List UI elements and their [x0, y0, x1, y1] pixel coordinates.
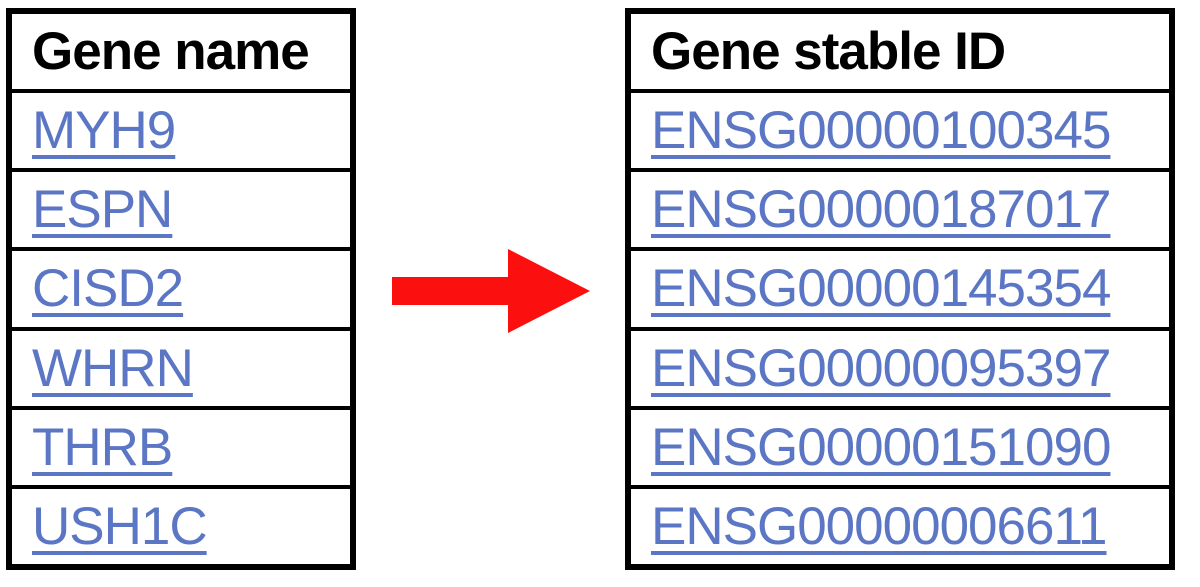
table-row: CISD2	[12, 247, 350, 327]
gene-name-link[interactable]: CISD2	[32, 259, 184, 319]
gene-stable-id-table: Gene stable ID ENSG00000100345 ENSG00000…	[625, 8, 1175, 570]
gene-stable-id-link[interactable]: ENSG00000145354	[651, 259, 1111, 319]
table-row: MYH9	[12, 89, 350, 169]
gene-name-link[interactable]: MYH9	[32, 101, 176, 161]
red-arrow-icon	[392, 241, 590, 341]
table-row: ENSG00000006611	[631, 484, 1169, 564]
gene-stable-id-link[interactable]: ENSG00000095397	[651, 338, 1111, 398]
gene-stable-id-link[interactable]: ENSG00000006611	[651, 496, 1108, 556]
table-row: ENSG00000100345	[631, 89, 1169, 169]
right-arrow-shape	[392, 249, 590, 333]
table-row: ENSG00000151090	[631, 405, 1169, 485]
gene-name-header: Gene name	[32, 22, 310, 82]
gene-stable-id-link[interactable]: ENSG00000100345	[651, 101, 1111, 161]
gene-name-table: Gene name MYH9 ESPN CISD2 WHRN THRB USH1…	[6, 8, 356, 570]
gene-name-link[interactable]: USH1C	[32, 496, 208, 556]
table-row: THRB	[12, 405, 350, 485]
gene-stable-id-header: Gene stable ID	[651, 22, 1006, 82]
table-row: WHRN	[12, 326, 350, 406]
table-row: ENSG00000095397	[631, 326, 1169, 406]
table-row: ENSG00000145354	[631, 247, 1169, 327]
gene-stable-id-link[interactable]: ENSG00000151090	[651, 417, 1111, 477]
table-row: USH1C	[12, 484, 350, 564]
gene-stable-id-header-row: Gene stable ID	[631, 14, 1169, 90]
gene-name-link[interactable]: THRB	[32, 417, 173, 477]
gene-name-link[interactable]: WHRN	[32, 338, 194, 398]
table-row: ESPN	[12, 168, 350, 248]
gene-stable-id-link[interactable]: ENSG00000187017	[651, 180, 1111, 240]
gene-name-header-row: Gene name	[12, 14, 350, 90]
gene-name-link[interactable]: ESPN	[32, 180, 173, 240]
table-row: ENSG00000187017	[631, 168, 1169, 248]
